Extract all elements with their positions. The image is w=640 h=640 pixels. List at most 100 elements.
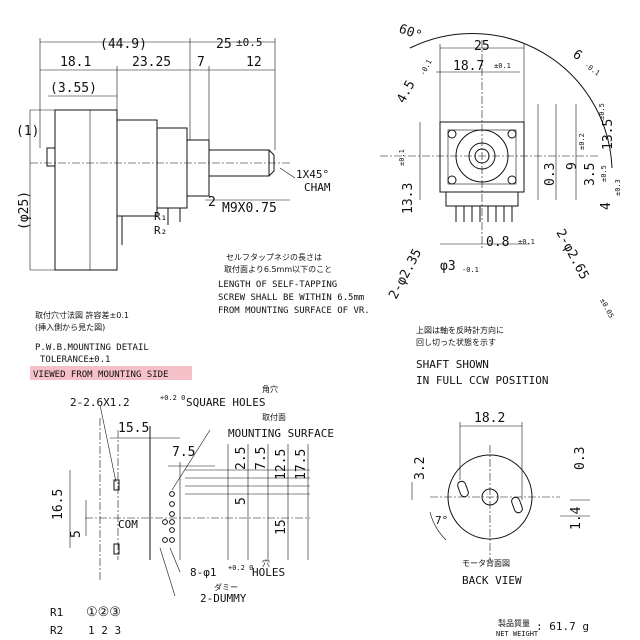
shaft-note-jp-1: 上図は軸を反時計方向に [416,325,504,335]
pwb-note-jp-2: (挿入側から見た図) [35,322,105,332]
shaft-note-line-2: IN FULL CCW POSITION [416,374,548,387]
dim-back-1-4: 1.4 [569,506,584,530]
square-hole [113,543,120,555]
pwb-note-line-1: P.W.B.MOUNTING DETAIL [35,343,149,353]
dim-shaft-tip: 12 [246,55,262,70]
chamfer-label: CHAM [304,181,331,194]
dim-height-d: 4 [599,202,614,210]
back-view-jp: モータ背面図 [462,558,510,568]
dim-motor-length: 18.1 [60,55,91,70]
side-label-r1: R₁ [154,210,167,223]
dim-back-angle: 7° [435,514,448,527]
shaft-note-jp-2: 回し切った状態を示す [416,337,496,347]
dim-shaft-dia: 6 [570,47,585,64]
dim-overall-length: (44.9) [100,37,147,52]
dim-thread: M9X0.75 [222,201,277,216]
dim-flat: 4.5 [394,78,418,106]
legend-r1: R1 [50,606,63,619]
front-view: 25 18.7 ±0.1 60° 4.5 -0.1 6 -0.1 13.5 ±0… [380,22,622,320]
rear-nub [46,147,56,167]
dim-pwb-7-5: 7.5 [172,445,195,460]
dim-height-b: 9 [565,162,580,170]
mounting-surface-jp: 取付面 [262,412,286,422]
dim-front-width: 25 [474,39,490,54]
dim-pin-pitch-tol: ±0.1 [518,238,535,246]
side-label-r2: R₂ [154,224,167,237]
dim-right-holes: 2-φ2.65 [552,227,591,282]
square-holes-jp: 角穴 [262,384,278,394]
motor-body [54,109,118,271]
square-holes-tol: +0.2 0 [160,394,185,402]
pot-deck [156,127,188,209]
dim-housing-length: 23.25 [132,55,171,70]
dim-shaft-dia-tol: -0.1 [583,61,601,77]
square-hole [113,479,120,491]
shaft-note: 上図は軸を反時計方向に 回し切った状態を示す SHAFT SHOWN IN FU… [416,325,548,387]
legend-r2: R2 [50,624,63,637]
pot-housing [116,119,158,217]
dim-boss-dia-tol: -0.1 [462,266,479,274]
pin-holes [162,491,175,543]
weight-value: : 61.7 g [536,620,589,633]
screw-note-line-3: FROM MOUNTING SURFACE OF VR. [218,306,370,316]
screw-note-line-1: LENGTH OF SELF-TAPPING [218,280,337,290]
chamfer-size: 1X45° [296,168,329,181]
dim-flat-tol: -0.1 [419,58,434,77]
dim-left-holes: 2-φ2.35 [386,246,425,301]
dim-pwb-5-left: 5 [69,530,84,538]
dim-pwb-17-5: 17.5 [294,449,309,480]
legend-r2-pins: 1 2 3 [88,624,121,637]
holes-jp: 穴 [262,558,270,568]
dim-height-b-tol: ±0.2 [578,133,586,150]
dim-pwb-15: 15 [274,519,289,535]
dim-pwb-5: 5 [234,497,249,505]
dim-nub-length: (3.55) [50,81,97,96]
legend-r1-pins: ①②③ [86,605,121,620]
dim-pin-pitch: 0.8 [486,235,509,250]
weight-label: NET WEIGHT [496,630,539,638]
dim-back-3-2: 3.2 [413,457,428,480]
screw-hole [447,129,457,139]
square-holes-spec: 2-2.6X1.2 [70,396,130,409]
dim-pwb-7-5b: 7.5 [254,447,269,470]
com-label: COM [118,518,138,531]
dim-boss-dia: φ3 [440,259,456,274]
pwb-note-jp-1: 取付穴寸法図 許容差±0.1 [35,310,129,320]
shaft-note-line-1: SHAFT SHOWN [416,358,489,371]
back-view: 18.2 3.2 0.3 1.4 7° モータ背面図 BACK VIEW [411,411,590,587]
pwb-note-line-2: TOLERANCE±0.1 [40,355,110,365]
weight-jp: 製品質量 [498,618,530,628]
dim-hole-spacing: 18.7 [453,59,484,74]
dim-angle: 60° [397,22,424,44]
dim-nub-height: (1) [16,124,39,139]
mounting-surface-label: MOUNTING SURFACE [228,427,334,440]
screw-note-jp-2: 取付面より6.5mm以下のこと [224,264,332,274]
pwb-detail: 角穴 2-2.6X1.2 +0.2 0 SQUARE HOLES 取付面 MOU… [51,384,334,605]
dim-right-holes-tol: ±0.05 [598,297,615,319]
dim-shaft-length: 25 [216,37,232,52]
screw-note-line-2: SCREW SHALL BE WITHIN 6.5mm [218,293,364,303]
dim-motor-diameter: (φ25) [17,191,32,230]
pwb-note-line-3: VIEWED FROM MOUNTING SIDE [33,370,168,380]
dim-pwb-16-5: 16.5 [51,489,66,520]
dim-frame-height: 13.3 [401,183,416,214]
dim-shaft-length-tol: ±0.5 [236,36,263,49]
front-terminals [455,206,513,222]
screw-note-jp-1: セルフタップネジの長さは [226,253,322,262]
screw-hole [507,129,517,139]
dim-bushing-length: 7 [197,55,205,70]
dim-height-d-tol: ±0.3 [614,179,622,196]
angle-arc [409,33,613,169]
screw-hole [447,175,457,185]
highlight-mark [30,366,192,380]
screw-hole [507,175,517,185]
pwb-note: 取付穴寸法図 許容差±0.1 (挿入側から見た図) P.W.B.MOUNTING… [30,310,192,380]
holes-spec: 8-φ1 [190,566,217,579]
dim-hole-spacing-tol: ±0.1 [494,62,511,70]
dim-pwb-12-5: 12.5 [274,449,289,480]
screw-note: セルフタップネジの長さは 取付面より6.5mm以下のこと LENGTH OF S… [218,253,370,316]
net-weight: 製品質量 NET WEIGHT : 61.7 g [496,618,589,638]
dim-frame-height-tol: ±0.1 [398,149,406,166]
